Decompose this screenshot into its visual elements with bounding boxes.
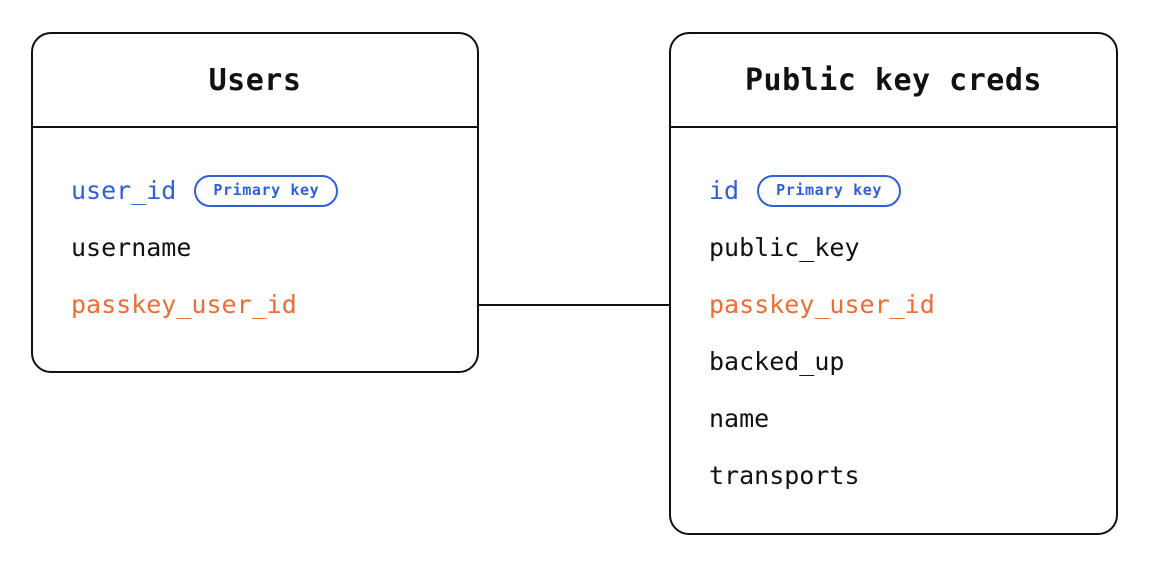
field-row[interactable]: username: [71, 219, 439, 276]
entity-header-users: Users: [33, 34, 477, 128]
field-name: backed_up: [709, 347, 845, 376]
field-row[interactable]: transports: [709, 447, 1078, 504]
primary-key-badge: Primary key: [757, 174, 902, 207]
relationship-connector: [479, 304, 669, 306]
field-name: transports: [709, 461, 860, 490]
field-name: public_key: [709, 233, 860, 262]
field-name: id: [709, 176, 740, 205]
field-row[interactable]: user_id Primary key: [71, 162, 439, 219]
entity-title: Users: [208, 62, 302, 98]
field-name: username: [71, 233, 192, 262]
field-row[interactable]: name: [709, 390, 1078, 447]
field-row[interactable]: id Primary key: [709, 162, 1078, 219]
field-name: passkey_user_id: [709, 290, 935, 319]
field-name: user_id: [71, 176, 177, 205]
field-row[interactable]: backed_up: [709, 333, 1078, 390]
field-name: passkey_user_id: [71, 290, 297, 319]
entity-title: Public key creds: [745, 62, 1042, 98]
entity-header-public-key-creds: Public key creds: [671, 34, 1116, 128]
field-row[interactable]: passkey_user_id: [709, 276, 1078, 333]
primary-key-badge: Primary key: [194, 174, 339, 207]
field-name: name: [709, 404, 770, 433]
field-row[interactable]: passkey_user_id: [71, 276, 439, 333]
field-row[interactable]: public_key: [709, 219, 1078, 276]
